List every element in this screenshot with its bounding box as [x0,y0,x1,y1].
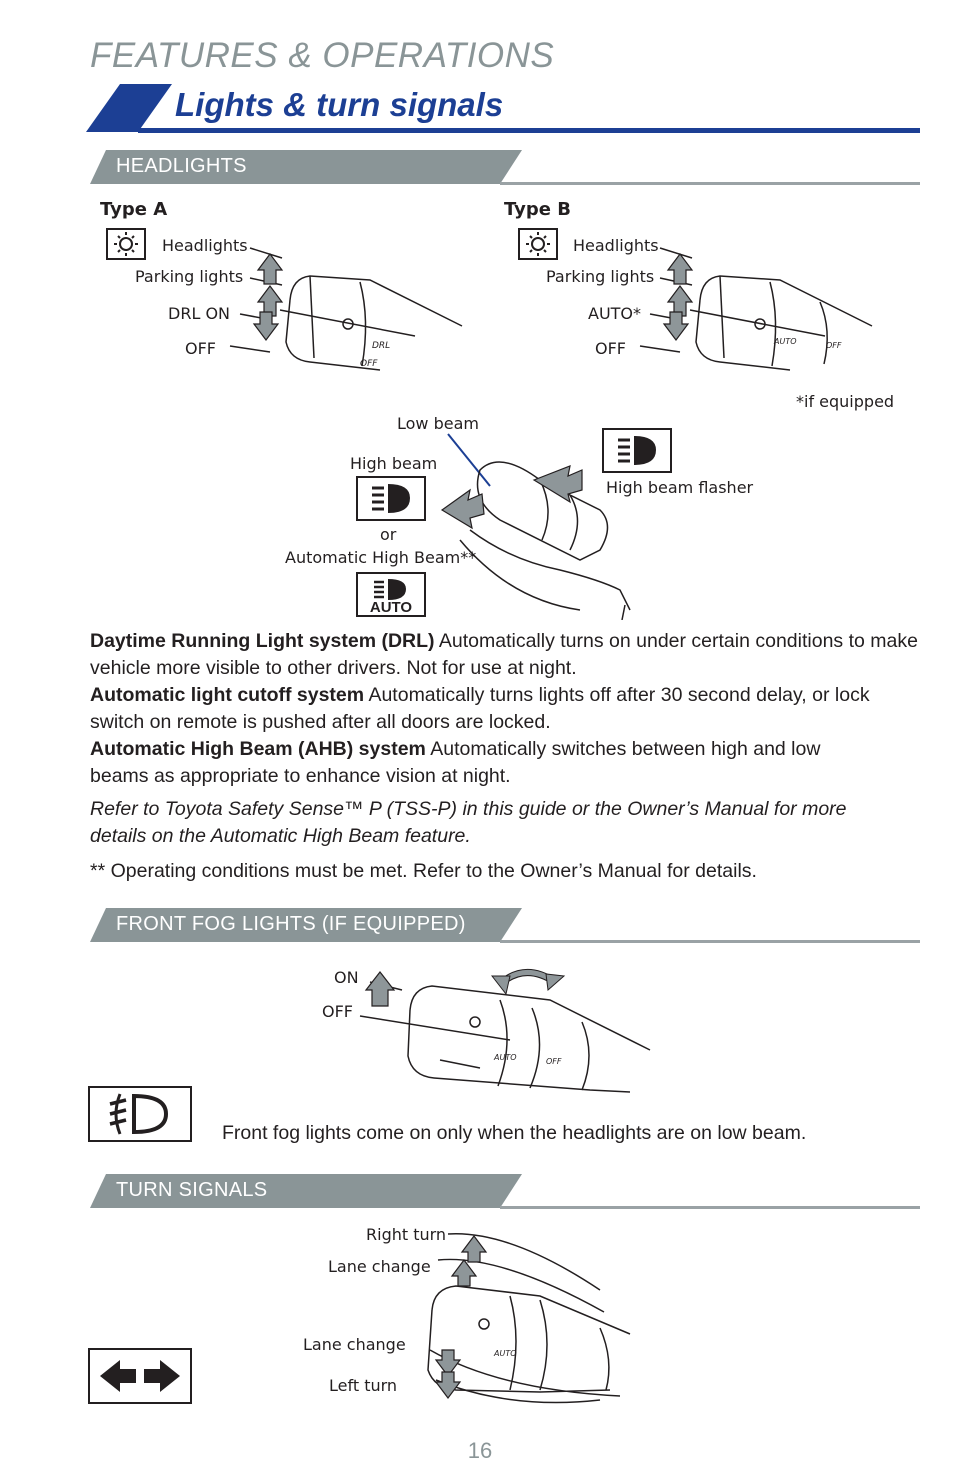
fog-section-bar: FRONT FOG LIGHTS (IF EQUIPPED) [90,908,920,943]
svg-text:OFF: OFF [360,359,378,369]
type-b-headlights-label: Headlights [573,236,659,255]
fog-on-label: ON [334,968,359,987]
headlights-section-bar: HEADLIGHTS [90,150,920,185]
svg-text:AUTO: AUTO [773,337,797,346]
fog-note: Front fog lights come on only when the h… [222,1122,807,1144]
type-a-title: Type A [100,199,168,220]
fog-off-label: OFF [322,1002,353,1021]
type-b-title: Type B [504,199,571,220]
type-a-drl-on-label: DRL ON [168,304,230,323]
low-beam-label: Low beam [397,414,479,433]
page-number: 16 [467,1438,493,1463]
high-beam-flasher-label: High beam flasher [606,478,754,497]
turn-signal-illustration: AUTO [427,1233,631,1404]
headlight-symbol-icon-b [518,228,558,260]
type-b-parking-lights-label: Parking lights [546,267,655,286]
left-turn-label: Left turn [329,1376,398,1395]
high-beam-label: High beam [350,454,438,473]
ahb-title: Automatic High Beam (AHB) system [90,738,426,760]
svg-text:OFF: OFF [546,1057,562,1066]
lane-change-up-label: Lane change [328,1257,431,1276]
ahb-text: Automatically switches between high and … [90,738,821,787]
turn-section-bar: TURN SIGNALS [90,1174,920,1209]
auto-icon-text: AUTO [369,599,413,616]
lane-change-down-label: Lane change [303,1335,406,1354]
type-b-off-label: OFF [595,339,626,358]
cutoff-text: Automatically turns lights off after 30 … [90,684,870,733]
drl-title: Daytime Running Light system (DRL) [90,630,435,652]
type-b-auto-label: AUTO* [588,304,642,323]
svg-text:OFF: OFF [826,341,842,350]
operating-note: ** Operating conditions must be met. Ref… [90,860,757,882]
section-title: FEATURES & OPERATIONS [90,36,555,75]
turn-signal-icon [88,1348,192,1404]
right-turn-label: Right turn [366,1225,447,1244]
turn-section-label: TURN SIGNALS [116,1179,268,1201]
headlights-section-label: HEADLIGHTS [116,155,247,177]
type-a-headlights-label: Headlights [162,236,248,255]
svg-text:AUTO: AUTO [493,1349,517,1358]
or-label: or [380,525,397,544]
type-b-switch-illustration: AUTO OFF [639,247,873,371]
fog-section-label: FRONT FOG LIGHTS (IF EQUIPPED) [116,913,466,935]
hand-lever-illustration [440,433,631,620]
drl-description: Daytime Running Light system (DRL) Autom… [90,628,920,682]
title-banner [86,84,920,133]
page-title: Lights & turn signals [175,86,504,123]
automatic-high-beam-label: Automatic High Beam** [285,548,477,567]
type-a-parking-lights-label: Parking lights [135,267,244,286]
fog-switch-illustration: AUTO OFF [359,969,651,1093]
cutoff-title: Automatic light cutoff system [90,684,365,706]
type-a-off-label: OFF [185,339,216,358]
svg-text:AUTO: AUTO [493,1053,517,1062]
if-equipped-footnote: *if equipped [796,392,895,411]
cutoff-description: Automatic light cutoff system Automatica… [90,682,920,736]
headlight-symbol-icon [106,228,146,260]
drl-text: Automatically turns on under certain con… [90,630,918,679]
high-beam-icon [356,476,426,521]
auto-high-beam-icon: AUTO [356,572,426,617]
ahb-description: Automatic High Beam (AHB) system Automat… [90,736,850,790]
svg-text:DRL: DRL [372,341,390,351]
fog-light-icon [88,1086,192,1142]
type-a-switch-illustration: DRL OFF [229,247,463,371]
refer-note: Refer to Toyota Safety Sense™ P (TSS-P) … [90,798,847,847]
high-beam-flasher-icon [602,428,672,473]
